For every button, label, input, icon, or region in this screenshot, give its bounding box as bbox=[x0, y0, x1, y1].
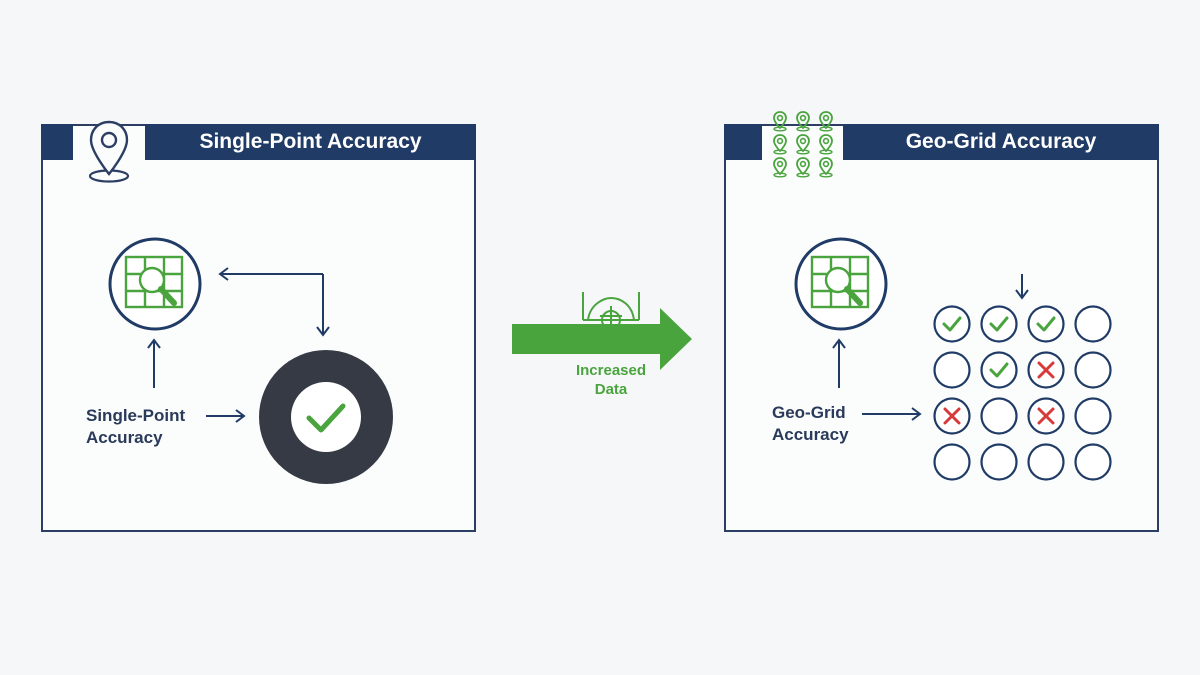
single-point-header-stub bbox=[41, 124, 73, 160]
location-pin-icon bbox=[88, 120, 130, 183]
mini-pin-icon bbox=[819, 111, 833, 132]
empty-circle-icon bbox=[1074, 351, 1112, 389]
mini-pin-icon bbox=[796, 134, 810, 155]
single-point-label-line1: Single-Point bbox=[86, 406, 186, 425]
mini-pin-icon bbox=[819, 157, 833, 178]
increased-data-line1: Increased bbox=[575, 362, 647, 379]
increased-data-arrow bbox=[512, 308, 692, 370]
mini-pin-icon bbox=[796, 157, 810, 178]
empty-circle-icon bbox=[1027, 443, 1065, 481]
check-circle-icon bbox=[1027, 305, 1065, 343]
single-point-title: Single-Point Accuracy bbox=[199, 130, 422, 153]
empty-circle-icon bbox=[933, 443, 971, 481]
geo-grid-label: Geo-Grid Accuracy bbox=[772, 402, 872, 446]
map-search-icon bbox=[794, 237, 888, 331]
mini-pin-icon bbox=[773, 111, 787, 132]
increased-data-line2: Data bbox=[594, 381, 628, 398]
target-ring-check-icon bbox=[259, 350, 393, 484]
empty-circle-icon bbox=[1074, 443, 1112, 481]
mini-pin-icon bbox=[773, 157, 787, 178]
check-circle-icon bbox=[980, 351, 1018, 389]
map-search-icon bbox=[108, 237, 202, 331]
mini-pin-icon bbox=[796, 111, 810, 132]
check-circle-icon bbox=[933, 305, 971, 343]
geo-grid-label-line2: Accuracy bbox=[772, 425, 849, 444]
geo-grid-header: Geo-Grid Accuracy bbox=[843, 124, 1159, 160]
empty-circle-icon bbox=[1074, 397, 1112, 435]
check-circle-icon bbox=[980, 305, 1018, 343]
geo-grid-header-stub bbox=[724, 124, 762, 160]
cross-circle-icon bbox=[933, 397, 971, 435]
cross-circle-icon bbox=[1027, 397, 1065, 435]
geo-grid-label-line1: Geo-Grid bbox=[772, 403, 846, 422]
pin-grid-icon bbox=[773, 111, 833, 178]
empty-circle-icon bbox=[1074, 305, 1112, 343]
data-gauge-icon bbox=[582, 292, 640, 330]
empty-circle-icon bbox=[933, 351, 971, 389]
single-point-label-line2: Accuracy bbox=[86, 428, 163, 447]
mini-pin-icon bbox=[819, 134, 833, 155]
single-point-panel bbox=[41, 124, 476, 532]
geo-grid-title: Geo-Grid Accuracy bbox=[905, 130, 1097, 153]
increased-data-label: Increased Data bbox=[551, 361, 671, 399]
single-point-header: Single-Point Accuracy bbox=[145, 124, 476, 160]
empty-circle-icon bbox=[980, 443, 1018, 481]
cross-circle-icon bbox=[1027, 351, 1065, 389]
empty-circle-icon bbox=[980, 397, 1018, 435]
geo-grid-results bbox=[933, 305, 1112, 481]
single-point-label: Single-Point Accuracy bbox=[86, 405, 206, 449]
mini-pin-icon bbox=[773, 134, 787, 155]
